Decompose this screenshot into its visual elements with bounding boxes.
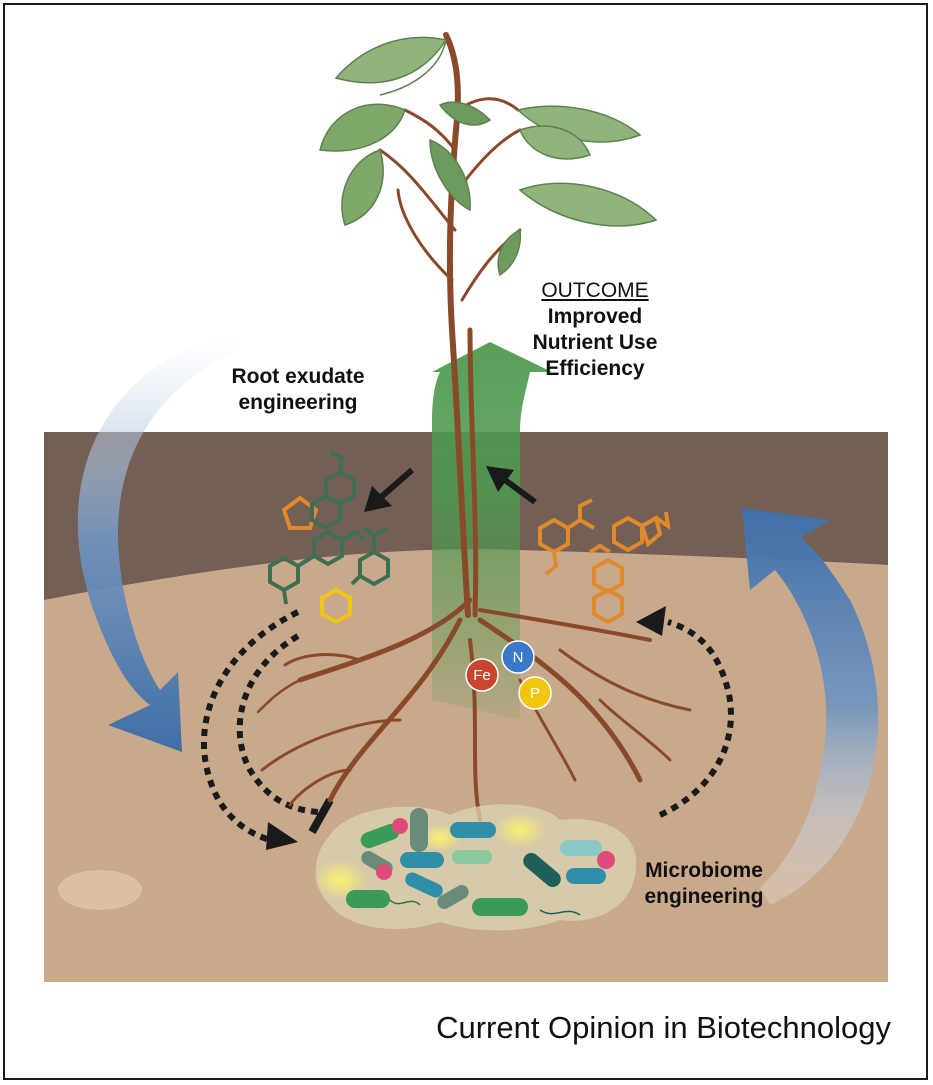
exudate-molecules-right (538, 498, 671, 625)
nutrient-ion-fe: Fe (465, 658, 499, 692)
leaf (319, 103, 406, 152)
bacterium (400, 852, 444, 868)
root-branch (558, 648, 692, 712)
left-uptake-arrow-shaft (378, 467, 414, 501)
secondary-stem (467, 327, 479, 618)
bacterium (452, 850, 492, 864)
leaves (319, 36, 658, 277)
journal-caption: Current Opinion in Biotechnology (436, 1010, 891, 1045)
exudate-yellow-hexagon (320, 587, 352, 625)
right-uptake-arrowhead (486, 466, 514, 492)
bacterium-glow (494, 812, 546, 848)
soil-light-layer (44, 549, 888, 982)
nutrient-symbol: N (513, 649, 524, 666)
nutrient-ions: Fe N P (465, 640, 552, 710)
bacterium-round (376, 864, 392, 880)
leaf (519, 125, 591, 160)
bacterium-round (392, 818, 408, 834)
nutrient-ion-p: P (518, 676, 552, 710)
outcome-label: OUTCOME Improved Nutrient Use Efficiency (526, 278, 664, 382)
left-dashed-bar (308, 798, 334, 834)
exudate-orange-branch (538, 498, 595, 576)
nutrient-symbol: P (530, 685, 540, 702)
leaf-vein (379, 39, 447, 96)
bacterium (450, 822, 496, 838)
outcome-line3: Efficiency (545, 357, 645, 380)
microbiome-cluster (312, 804, 637, 931)
bacterium (360, 823, 400, 849)
outcome-arrow (432, 342, 552, 720)
leaf (429, 138, 471, 212)
root-right-lower (477, 617, 643, 783)
leaf (438, 101, 492, 126)
outcome-heading: OUTCOME (541, 279, 649, 302)
flagellum (389, 899, 421, 906)
exudate-green-molecule (268, 529, 366, 605)
root-exudate-line2: engineering (238, 391, 358, 414)
bacterium (346, 890, 390, 908)
bacterium (523, 853, 561, 887)
bacterium-round (597, 851, 615, 869)
flagellum (539, 909, 581, 916)
right-uptake-arrow-shaft (503, 477, 537, 505)
stem-branch (456, 128, 522, 192)
microbiome-label: Microbiome engineering (624, 858, 784, 910)
stem-branch (378, 148, 457, 232)
leaf (334, 36, 448, 84)
right-dashed-arrowhead (636, 606, 666, 636)
bacterium (437, 885, 469, 909)
root-exudate-label: Root exudate engineering (208, 364, 388, 416)
leaf (341, 149, 384, 226)
outcome-line2: Nutrient Use (532, 331, 658, 354)
root-right-upper (478, 608, 652, 642)
root-exudate-cycle-arrow (77, 330, 240, 752)
root-exudate-line1: Root exudate (231, 365, 365, 388)
bacterium (410, 808, 428, 852)
microbiome-cycle-arrow (742, 508, 879, 905)
right-dashed-path (658, 619, 734, 818)
left-dashed-arrowhead (266, 822, 298, 850)
right-dashed-cycle (658, 619, 734, 818)
bacterium-glow (312, 860, 368, 900)
root-branch (256, 678, 302, 714)
exudate-green-indole (310, 450, 356, 531)
bacterium (405, 872, 443, 898)
uptake-arrows (364, 466, 537, 512)
stem-branch (396, 188, 454, 282)
nutrient-symbol: Fe (473, 667, 491, 684)
exudate-orange-indole (612, 511, 671, 553)
exudate-green-branch (350, 526, 390, 587)
root-branch (598, 698, 672, 762)
root-left-upper (297, 597, 473, 683)
microbiome-line2: engineering (644, 885, 764, 908)
soil-pebble (58, 870, 142, 910)
bacterium (472, 898, 528, 916)
outcome-line1: Improved (547, 305, 643, 328)
root-left-lower (327, 617, 463, 803)
left-uptake-arrowhead (364, 486, 392, 512)
bacterium (560, 840, 602, 856)
root-branch (288, 768, 352, 807)
nutrient-ion-n: N (501, 640, 535, 674)
bacterium (566, 868, 606, 884)
microbiome-line1: Microbiome (645, 859, 763, 882)
root-branch (260, 718, 402, 772)
leaf (497, 228, 522, 277)
stem-branch (403, 108, 457, 152)
root-branch (283, 653, 362, 667)
exudate-orange-molecule (588, 543, 624, 625)
exudate-molecules-left (268, 450, 390, 625)
plant-stem (378, 32, 522, 618)
leaf (518, 182, 658, 227)
main-stem (443, 32, 471, 618)
